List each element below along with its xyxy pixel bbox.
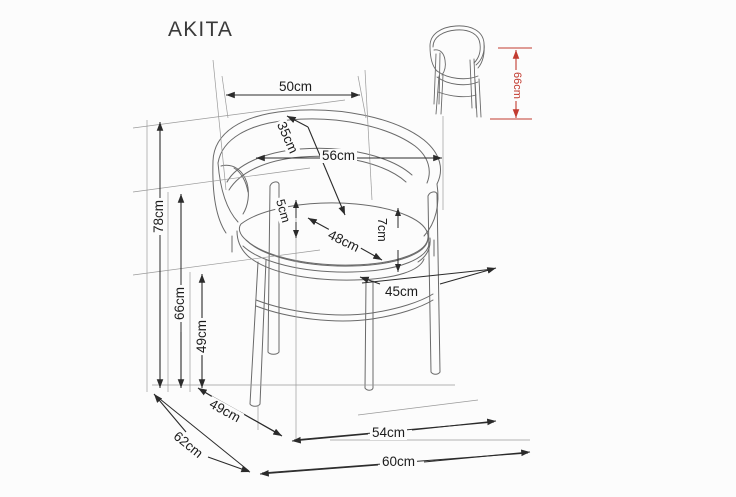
- dimension-label-inset-seat-back-height: 66cm: [510, 70, 523, 101]
- dimension-label-seat-thickness: 7cm: [374, 216, 389, 244]
- dimension-label-back-height: 66cm: [172, 284, 188, 322]
- dimension-label-total-height: 78cm: [151, 197, 167, 235]
- dimension-label-overall-length: 60cm: [380, 454, 418, 470]
- dimension-label-overall-width: 56cm: [320, 148, 358, 164]
- page-title: AKITA: [168, 18, 234, 41]
- dimension-label-width-top: 50cm: [277, 79, 315, 95]
- dimension-label-arm-height: 49cm: [194, 317, 210, 355]
- dimension-label-base-width: 54cm: [370, 425, 408, 441]
- dimension-label-seat-width: 45cm: [383, 284, 421, 300]
